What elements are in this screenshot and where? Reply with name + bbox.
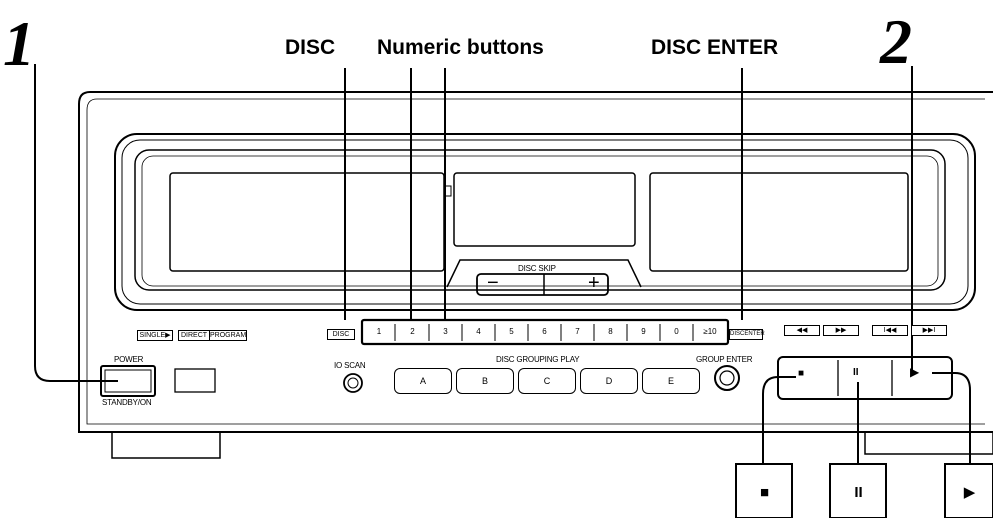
numeric-key-1[interactable]: 1 [376,327,382,336]
group-b-button[interactable]: B [456,368,514,394]
fast-forward-button[interactable]: ▶▶ [823,325,859,336]
disc-skip-recess [446,259,642,288]
play-icon: ▶ [963,484,976,501]
disc-skip-plus[interactable]: + [588,272,600,294]
step1-leader [34,64,118,382]
numeric-key-5[interactable]: 5 [509,327,514,336]
pause-icon: II [854,484,863,501]
skip-forward-button[interactable]: ▶▶I [911,325,947,336]
skip-back-button[interactable]: I◀◀ [872,325,908,336]
numeric-key-strip [360,318,730,346]
group-a-button[interactable]: A [394,368,452,394]
numeric-key-0[interactable]: 0 [674,327,679,336]
panel-stop-button[interactable]: ■ [798,368,805,379]
numeric-buttons-callout: Numeric buttons [377,36,544,59]
disc-skip-button [476,273,609,296]
device-body [78,91,993,433]
group-c-button[interactable]: C [518,368,576,394]
numeric-key-2[interactable]: 2 [410,327,415,336]
single-button[interactable]: SINGLE▶ [137,330,173,341]
program-button[interactable]: PROGRAM [209,330,247,341]
play-leader [932,372,971,464]
disc-skip-label: DISC SKIP [518,264,556,273]
disc-window-right [649,172,909,272]
group-enter-knob [714,365,740,391]
stop-icon: ■ [759,484,770,501]
numeric-key-6[interactable]: 6 [542,327,547,336]
io-scan-label: IO SCAN [334,361,366,370]
disc-enter-button[interactable]: DISCENTER [729,329,765,340]
direct-button[interactable]: DIRECT [178,330,210,341]
panel-play-button[interactable]: ▶ [910,365,920,379]
power-label: POWER [114,355,144,364]
standby-on-label: STANDBY/ON [102,398,152,407]
step-2-number: 2 [880,6,912,77]
disc-grouping-play-label: DISC GROUPING PLAY [496,355,580,364]
io-scan-knob [343,373,363,393]
disc-window-center [453,172,636,247]
stop-leader [762,376,796,464]
panel-pause-button[interactable]: II [853,367,859,378]
disc-callout: DISC [285,36,336,59]
group-d-button[interactable]: D [580,368,638,394]
numeric-key-7[interactable]: 7 [575,327,580,336]
left-foot [111,431,221,459]
power-button[interactable] [103,366,155,396]
group-e-button[interactable]: E [642,368,700,394]
numeric-key-9[interactable]: 9 [641,327,646,336]
disc-skip-minus[interactable]: − [487,272,499,294]
group-enter-label: GROUP ENTER [696,355,753,364]
step-1-number: 1 [3,8,35,79]
numeric-key-10plus[interactable]: ≥10 [703,327,717,336]
disc-enter-callout: DISC ENTER [651,36,779,59]
numeric-key-3[interactable]: 3 [443,327,448,336]
transport-panel [777,356,953,400]
rewind-button[interactable]: ◀◀ [784,325,820,336]
numeric-key-4[interactable]: 4 [476,327,481,336]
disc-button[interactable]: DISC [327,329,355,340]
right-foot [864,431,993,455]
display-frame-outer [114,133,976,311]
numeric-key-8[interactable]: 8 [608,327,613,336]
remote-sensor [174,368,216,393]
disc-window-left [169,172,445,272]
